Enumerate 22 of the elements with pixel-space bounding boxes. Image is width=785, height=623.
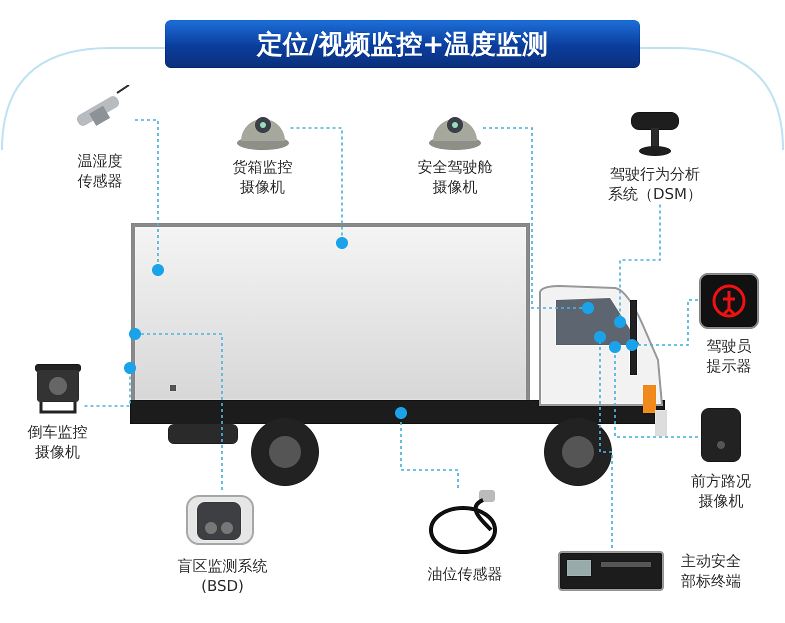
device-label: 安全驾驶舱摄像机 xyxy=(416,157,494,198)
leader-line xyxy=(290,127,348,249)
leader-line xyxy=(609,341,698,438)
device-label: 倒车监控摄像机 xyxy=(26,422,88,462)
device-label: 前方路况摄像机 xyxy=(690,471,752,512)
leader-line xyxy=(483,127,594,314)
device-label: 货箱监控摄像机 xyxy=(232,157,294,198)
leader-line xyxy=(626,299,698,351)
device-label: 盲区监测系统 (BSD) xyxy=(176,556,268,596)
truck-drawing xyxy=(130,223,667,486)
title-banner: 定位/视频监控+温度监测 xyxy=(165,20,640,68)
leader-line xyxy=(135,119,164,276)
leader-line xyxy=(129,328,223,490)
leader-line xyxy=(614,204,661,328)
device-label: 油位传感器 xyxy=(426,564,504,584)
leader-line xyxy=(594,331,613,548)
leader-line xyxy=(395,407,459,488)
device-label: 驾驶行为分析系统（DSM） xyxy=(606,164,703,204)
leader-line xyxy=(84,362,136,407)
device-label: 温湿度传感器 xyxy=(76,151,124,192)
device-label: 驾驶员提示器 xyxy=(706,336,752,376)
device-label: 主动安全部标终端 xyxy=(680,550,742,592)
